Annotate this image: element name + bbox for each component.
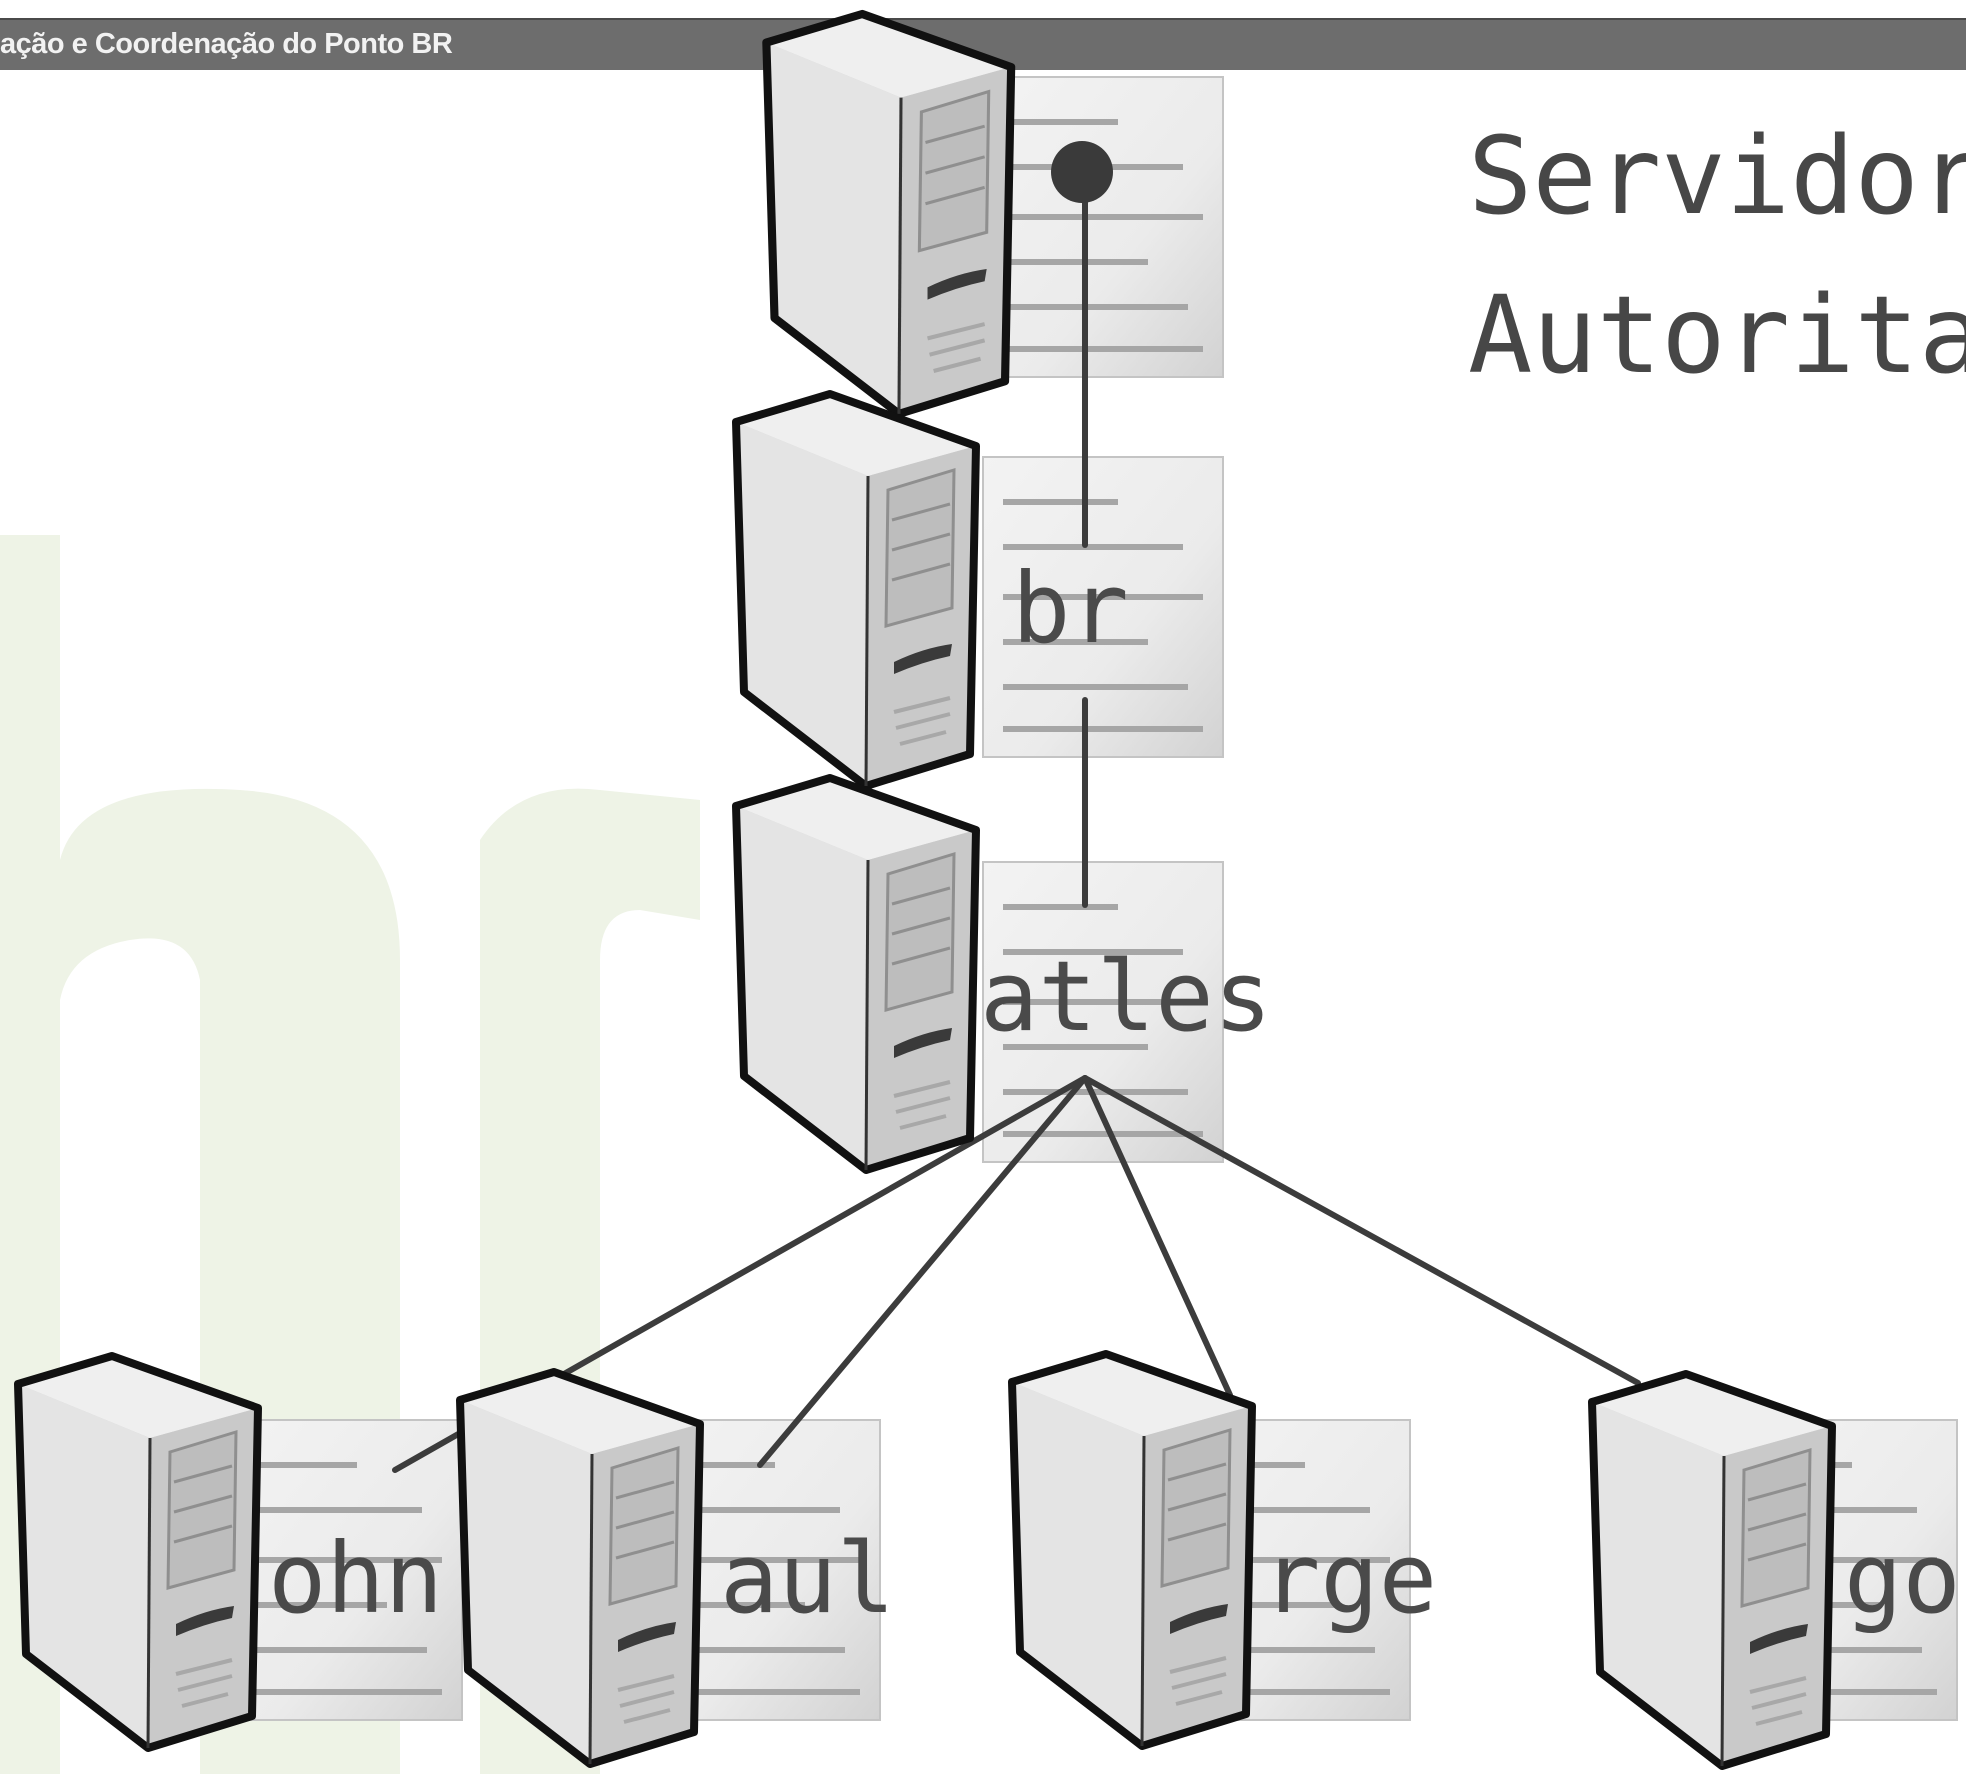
node-label-ringo: go xyxy=(1844,1522,1961,1635)
server-tower-icon xyxy=(736,394,976,786)
connector-beatles-ringo xyxy=(1082,1075,1641,1386)
title-line-1: Servidor xyxy=(1468,115,1966,239)
server-tower-icon xyxy=(1012,1354,1252,1746)
node-label-george: rge xyxy=(1262,1522,1437,1635)
node-label-br: br xyxy=(1012,552,1129,665)
root-dot-icon xyxy=(1051,141,1113,203)
node-label-beatles: atles xyxy=(980,940,1272,1053)
page-title: Servidor Autorita xyxy=(1468,115,1966,398)
node-label-paul: aul xyxy=(720,1522,895,1635)
connector-lines xyxy=(392,172,1641,1473)
connector-beatles-paul xyxy=(757,1075,1088,1468)
header-title: ação e Coordenação do Ponto BR xyxy=(0,28,453,60)
server-tower-icon xyxy=(736,778,976,1170)
node-label-john: ohn xyxy=(268,1522,443,1635)
connector-beatles-george xyxy=(1082,1075,1233,1398)
zone-doc-root xyxy=(983,77,1223,377)
title-line-2: Autorita xyxy=(1468,274,1966,398)
server-tower-icon xyxy=(766,14,1011,414)
server-tower-icon xyxy=(1592,1374,1832,1766)
